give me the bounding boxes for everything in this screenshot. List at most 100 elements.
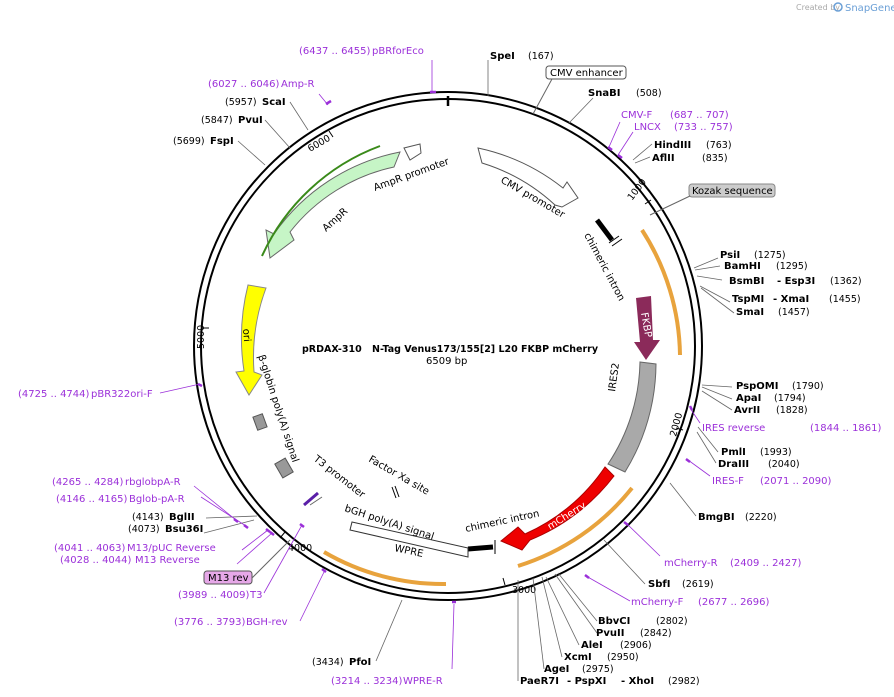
enzyme-pos: (2802) <box>656 616 688 627</box>
enzyme-name: BbvCI <box>598 616 630 627</box>
beta-globin-box <box>274 457 294 479</box>
bgh-marks <box>309 496 323 506</box>
chimeric-intron-1-label: chimeric intron <box>581 231 626 303</box>
primer-name: WPRE-R <box>403 676 443 687</box>
primer-name: pBR322ori-F <box>91 389 153 400</box>
enzyme-name: BamHI <box>724 261 761 272</box>
backbone <box>193 91 703 601</box>
cmv-enhancer-label: CMV enhancer <box>550 68 624 79</box>
ampr-promoter-arrow <box>403 143 422 161</box>
snapgene-brand: SnapGene <box>845 3 894 14</box>
enzyme-name: PfoI <box>349 657 371 668</box>
enzyme-name: ApaI <box>736 393 761 404</box>
enzyme-name: PsiI <box>720 250 740 261</box>
primer-ticks <box>197 90 694 604</box>
fkbp-arrow <box>634 296 660 360</box>
enzyme-name: SmaI <box>736 307 764 318</box>
enzyme-name: Bsu36I <box>165 524 203 535</box>
enzyme-pos: (5847) <box>201 115 233 126</box>
plasmid-description: N-Tag Venus173/155[2] L20 FKBP mCherry <box>372 344 599 355</box>
enzyme-pos: (1794) <box>774 393 806 404</box>
factor-xa-label: Factor Xa site <box>367 454 431 498</box>
enzyme-name: PspOMI <box>736 381 778 392</box>
primer-range: (733 .. 757) <box>674 122 733 133</box>
enzyme-pos: (1993) <box>760 447 792 458</box>
enzyme-name: PaeR7I <box>520 676 559 687</box>
primer-name: mCherry-F <box>631 597 684 608</box>
enzyme-name: PmlI <box>721 447 746 458</box>
chimeric-intron-2-mark <box>467 544 494 552</box>
enzyme-pos: (1790) <box>792 381 824 392</box>
enzyme-name: SbfI <box>648 579 670 590</box>
enzyme-name: FspI <box>210 136 234 147</box>
ires2-bar <box>607 361 657 473</box>
m13rev-label: M13 rev <box>208 573 249 584</box>
primer-range: (687 .. 707) <box>670 110 729 121</box>
enzyme-pos: (508) <box>636 88 662 99</box>
t3-label: T3 promoter <box>310 453 367 501</box>
enzyme-name: XcmI <box>564 652 592 663</box>
mcherry-arrow <box>500 466 615 551</box>
primer-range: (2677 .. 2696) <box>698 597 770 608</box>
features <box>235 143 682 587</box>
enzyme-pos: (5957) <box>225 97 257 108</box>
enzyme-pos: (1828) <box>776 405 808 416</box>
enzyme-name: DraIII <box>718 459 749 470</box>
enzyme-pos: (4073) <box>128 524 160 535</box>
enzyme-pos: (1457) <box>778 307 810 318</box>
enzyme-name: AleI <box>581 640 603 651</box>
primer-range: (2071 .. 2090) <box>760 476 832 487</box>
enzyme-pos: (2619) <box>682 579 714 590</box>
primer-name: M13 Reverse <box>135 555 200 566</box>
snapgene-logo-icon <box>833 2 843 12</box>
enzyme-pos: (2040) <box>768 459 800 470</box>
tick-marks <box>202 130 684 586</box>
primer-name: CMV-F <box>621 110 652 121</box>
ori-label: ori <box>240 328 252 342</box>
enzyme-pos: (1295) <box>776 261 808 272</box>
primer-range: (3776 .. 3793) <box>174 617 246 628</box>
primer-name: Bglob-pA-R <box>129 494 185 505</box>
primer-range: (1844 .. 1861) <box>810 423 882 434</box>
enzyme-name: AvrII <box>734 405 760 416</box>
chimeric-intron-1-mark <box>595 218 614 242</box>
enzyme-name: HindIII <box>654 140 691 151</box>
enzyme-pos: (1275) <box>754 250 786 261</box>
enzyme-pos: (2842) <box>640 628 672 639</box>
primer-name: T3 <box>249 590 262 601</box>
primer-name: mCherry-R <box>664 558 718 569</box>
enzyme-name-3: - XhoI <box>621 676 654 687</box>
ori-arrow <box>235 284 267 396</box>
enzyme-name: BsmBI <box>729 276 764 287</box>
beta-globin-label: β-globin poly(A) signal <box>255 354 300 464</box>
enzyme-name: SnaBI <box>588 88 620 99</box>
enzyme-leaders <box>203 60 735 681</box>
primer-range: (4146 .. 4165) <box>56 494 128 505</box>
tick-5000: 5000 <box>196 325 207 349</box>
primer-range: (4265 .. 4284) <box>52 477 124 488</box>
ires2-label: IRES2 <box>607 362 622 392</box>
primer-range: (4028 .. 4044) <box>60 555 132 566</box>
tick-4000: 4000 <box>288 543 312 554</box>
enzyme-pos: (167) <box>528 51 554 62</box>
wpre-bar <box>349 521 469 558</box>
fkbp-label: FKBP <box>638 312 653 339</box>
primer-name: rbglobpA-R <box>125 477 181 488</box>
enzyme-name-2: - Esp3I <box>777 276 815 287</box>
cmv-enhancer-box <box>545 65 627 80</box>
primer-range: (6027 .. 6046) <box>208 79 280 90</box>
primer-labels: (6437 .. 6455) pBRforEco (6027 .. 6046) … <box>18 46 882 687</box>
enzyme-pos: (2906) <box>620 640 652 651</box>
enzyme-name: PvuII <box>596 628 624 639</box>
enzyme-name: TspMI <box>732 294 764 305</box>
kozak-box <box>688 183 776 198</box>
enzyme-pos: (763) <box>706 140 732 151</box>
enzyme-pos: (1362) <box>830 276 862 287</box>
enzyme-pos: (4143) <box>132 512 164 523</box>
enzyme-name: AflII <box>652 153 675 164</box>
enzyme-name: BglII <box>169 512 195 523</box>
enzyme-pos: (1455) <box>829 294 861 305</box>
enzyme-name-2: - XmaI <box>773 294 809 305</box>
mcherry-label: mCherry <box>546 500 589 532</box>
